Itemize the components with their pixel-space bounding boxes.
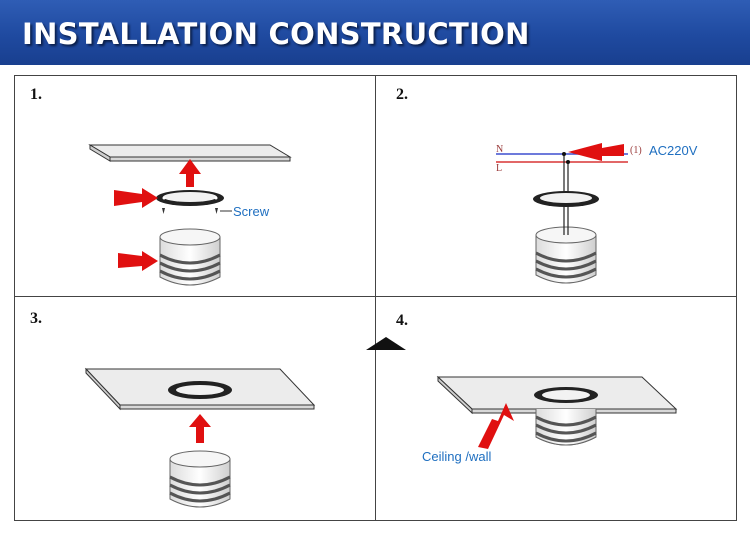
mounting-ring — [156, 190, 224, 206]
ceiling-label: Ceiling /wall — [422, 449, 491, 464]
grid-divider-horizontal — [14, 296, 737, 297]
mounting-ring — [533, 191, 599, 207]
arrow-up-icon — [179, 159, 201, 187]
downlight-fixture — [169, 450, 231, 508]
step-3-number: 3. — [30, 310, 42, 327]
step-2-number: 2. — [396, 86, 408, 103]
voltage-label: AC220V — [649, 143, 698, 158]
triangle-marker-icon — [366, 337, 406, 350]
wire-junction — [566, 160, 570, 164]
wire-l-label: L — [496, 163, 502, 174]
wire-junction — [562, 152, 566, 156]
header-banner: INSTALLATION CONSTRUCTION — [0, 0, 750, 65]
voltage-marker: (1) — [630, 145, 642, 156]
screw-label: Screw — [233, 204, 270, 219]
arrow-left-icon — [568, 143, 624, 161]
arrow-right-icon — [114, 188, 158, 208]
mounting-ring — [168, 381, 232, 399]
downlight-fixture — [535, 226, 597, 284]
step-3-illustration — [84, 367, 316, 508]
ceiling-board — [88, 144, 292, 162]
wire-n-label: N — [496, 144, 503, 155]
step-2-illustration: N L (1) AC220V — [496, 143, 698, 284]
arrow-up-icon — [478, 403, 514, 449]
step-4-illustration: Ceiling /wall — [422, 375, 678, 464]
page-title: INSTALLATION CONSTRUCTION — [22, 17, 530, 51]
step-4-number: 4. — [396, 312, 408, 329]
step-1-number: 1. — [30, 86, 42, 103]
arrow-right-icon — [118, 251, 158, 271]
screw-icon — [162, 208, 218, 214]
grid-divider-vertical — [375, 75, 376, 521]
arrow-up-icon — [189, 414, 211, 443]
downlight-fixture-lower — [535, 409, 597, 446]
step-1-illustration: Screw — [88, 144, 292, 286]
downlight-fixture — [159, 228, 221, 286]
mounting-ring — [534, 387, 598, 403]
